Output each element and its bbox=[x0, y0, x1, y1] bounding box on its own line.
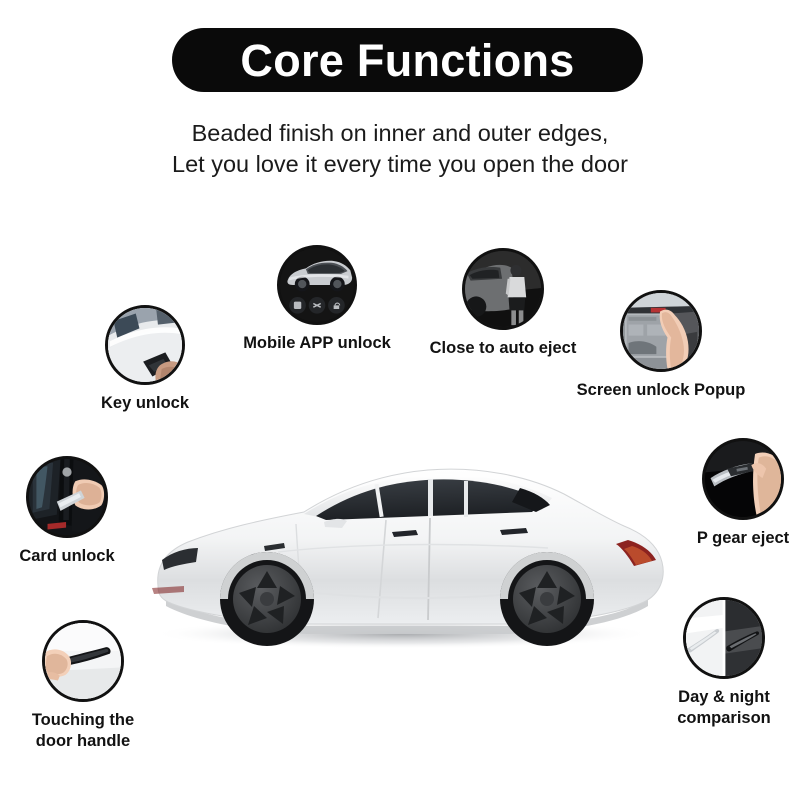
feature-screen-unlock-popup[interactable]: Screen unlock Popup bbox=[577, 290, 745, 399]
day-night-split-photo bbox=[686, 600, 762, 676]
feature-card-unlock[interactable]: Card unlock bbox=[19, 456, 115, 565]
p-gear-eject-image bbox=[702, 438, 784, 520]
feature-mobile-app-unlock[interactable]: Mobile APP unlock bbox=[243, 245, 391, 352]
page-title-pill: Core Functions bbox=[172, 28, 643, 92]
feature-touching-the-door-handle[interactable]: Touching the door handle bbox=[32, 620, 134, 750]
close-to-auto-eject-image bbox=[462, 248, 544, 330]
feature-close-to-auto-eject[interactable]: Close to auto eject bbox=[430, 248, 576, 357]
deployed-door-handle-photo bbox=[705, 441, 781, 517]
feature-label-mobile-app-unlock: Mobile APP unlock bbox=[243, 334, 391, 352]
subtitle: Beaded finish on inner and outer edges, … bbox=[0, 118, 800, 180]
person-approaching-car-photo bbox=[465, 251, 541, 327]
feature-label-p-gear-eject: P gear eject bbox=[696, 529, 790, 547]
touching-door-handle-image bbox=[42, 620, 124, 702]
feature-label-touching-the-door-handle: Touching the door handle bbox=[6, 710, 160, 752]
subtitle-line-1: Beaded finish on inner and outer edges, bbox=[191, 120, 609, 146]
key-fob-photo bbox=[108, 308, 182, 382]
hand-on-door-handle-photo bbox=[45, 623, 121, 699]
screen-unlock-popup-image bbox=[620, 290, 702, 372]
feature-label-card-unlock: Card unlock bbox=[19, 547, 115, 565]
label-line-2: comparison bbox=[677, 709, 771, 727]
feature-p-gear-eject[interactable]: P gear eject bbox=[697, 438, 789, 547]
key-unlock-image bbox=[105, 305, 185, 385]
key-card-photo bbox=[29, 459, 105, 535]
tesla-app-screen bbox=[280, 248, 354, 322]
day-night-comparison-image bbox=[683, 597, 765, 679]
feature-key-unlock[interactable]: Key unlock bbox=[101, 305, 189, 412]
mobile-app-unlock-image bbox=[277, 245, 357, 325]
subtitle-line-2: Let you love it every time you open the … bbox=[172, 151, 628, 177]
hero-car-image bbox=[128, 448, 676, 678]
feature-label-day-night-comparison: Day & night comparison bbox=[649, 687, 799, 729]
page-title: Core Functions bbox=[240, 34, 575, 86]
label-line-1: Day & night bbox=[678, 688, 770, 706]
touchscreen-photo bbox=[623, 293, 699, 369]
feature-label-screen-unlock-popup: Screen unlock Popup bbox=[576, 381, 746, 399]
label-line-2: door handle bbox=[35, 732, 131, 750]
tesla-model-3-illustration bbox=[152, 468, 664, 649]
label-line-1: Touching the bbox=[31, 711, 135, 729]
feature-day-night-comparison[interactable]: Day & night comparison bbox=[677, 597, 771, 727]
feature-label-key-unlock: Key unlock bbox=[100, 394, 190, 412]
card-unlock-image bbox=[26, 456, 108, 538]
feature-label-close-to-auto-eject: Close to auto eject bbox=[429, 339, 577, 357]
